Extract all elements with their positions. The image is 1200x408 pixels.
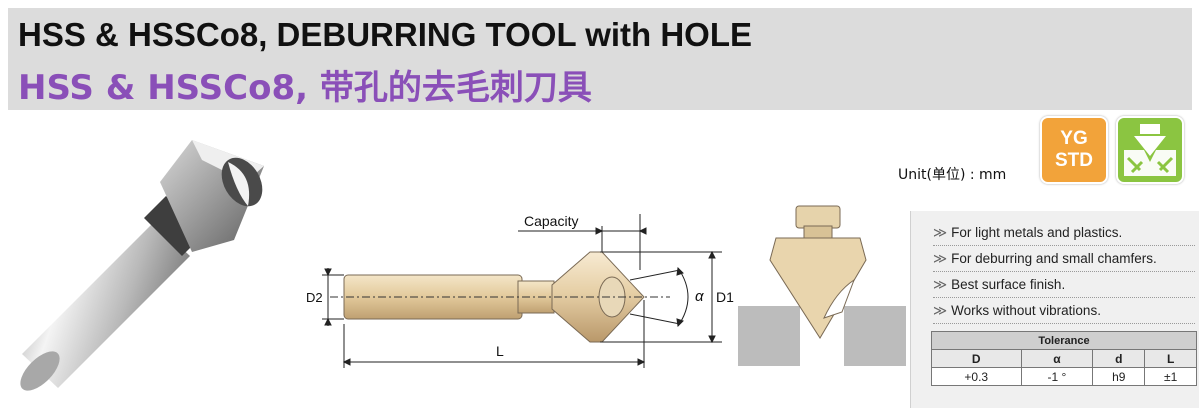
feature-panel: ≫For light metals and plastics. ≫For deb… xyxy=(910,211,1199,408)
table-header: d xyxy=(1092,349,1146,368)
capacity-label: Capacity xyxy=(524,213,578,229)
illustration-chip-hole xyxy=(823,278,856,319)
table-cell: +0.3 xyxy=(931,367,1022,386)
tolerance-title: Tolerance xyxy=(931,331,1197,350)
title-english: HSS & HSSCo8, DEBURRING TOOL with HOLE xyxy=(18,16,753,53)
alpha-label: α xyxy=(695,288,704,305)
yg-text: YG xyxy=(1060,128,1088,149)
title-chinese: HSS & HSSCo8, 带孔的去毛刺刀具 xyxy=(18,68,592,108)
feature-text: Best surface finish. xyxy=(951,277,1066,292)
material-application-icon xyxy=(1124,124,1176,176)
d2-label: D2 xyxy=(306,290,323,305)
technical-drawing: Capacity D1 D2 α L xyxy=(306,213,734,368)
feature-text: For deburring and small chamfers. xyxy=(951,251,1157,266)
length-label: L xyxy=(496,343,504,359)
chamfer-illustration xyxy=(738,205,906,366)
table-cell: -1 ° xyxy=(1020,367,1094,386)
tool-shank xyxy=(20,222,190,391)
header-banner: HSS & HSSCo8, DEBURRING TOOL with HOLE H… xyxy=(8,8,1192,110)
feature-text: For light metals and plastics. xyxy=(951,225,1123,240)
feature-divider xyxy=(933,323,1195,324)
chevron-marker: ≫ xyxy=(933,303,948,318)
chevron-marker: ≫ xyxy=(933,251,948,266)
feature-item: ≫For light metals and plastics. xyxy=(933,225,1122,241)
feature-text: Works without vibrations. xyxy=(951,303,1101,318)
tolerance-table: Tolerance D α d L +0.3 -1 ° h9 ±1 xyxy=(931,331,1197,386)
yg-std-badge: YG STD xyxy=(1040,116,1108,184)
d1-label: D1 xyxy=(716,289,734,305)
product-photo xyxy=(20,140,264,391)
table-cell: h9 xyxy=(1092,367,1146,386)
table-header: L xyxy=(1144,349,1197,368)
illustration-shank xyxy=(795,205,841,229)
table-cell: ±1 xyxy=(1144,367,1197,386)
material-badge xyxy=(1116,116,1184,184)
feature-divider xyxy=(933,271,1195,272)
feature-divider xyxy=(933,297,1195,298)
workpiece-right xyxy=(844,306,906,366)
feature-item: ≫Best surface finish. xyxy=(933,277,1065,293)
feature-divider xyxy=(933,245,1195,246)
table-header: α xyxy=(1020,349,1094,368)
std-text: STD xyxy=(1055,150,1093,171)
unit-label: Unit(单位) : mm xyxy=(898,167,1007,183)
dimension-lines xyxy=(322,214,722,368)
illustration-neck xyxy=(803,225,833,239)
feature-item: ≫For deburring and small chamfers. xyxy=(933,251,1157,267)
table-header: D xyxy=(931,349,1022,368)
chevron-marker: ≫ xyxy=(933,277,948,292)
tool-head xyxy=(160,140,264,252)
feature-item: ≫Works without vibrations. xyxy=(933,303,1101,319)
workpiece-left xyxy=(738,306,800,366)
chevron-marker: ≫ xyxy=(933,225,948,240)
